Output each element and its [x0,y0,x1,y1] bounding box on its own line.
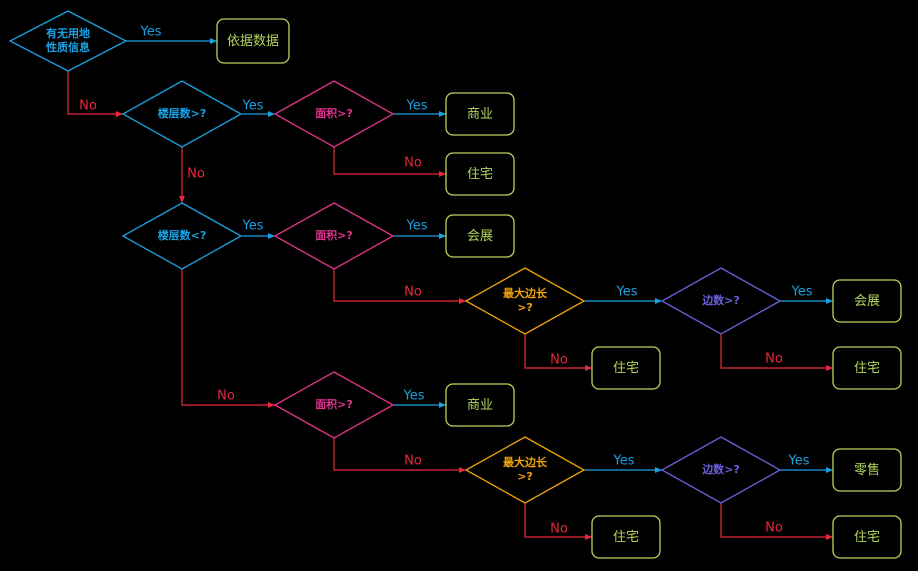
node-retail-text: 零售 [854,462,880,478]
node-floors-lt-text: 楼层数<? [158,228,207,242]
node-residential-2-text: 住宅 [854,361,880,376]
node-residential-5: 住宅 [591,515,661,559]
node-area-3: 面积>? [273,371,395,439]
edge-sides2-no-label: No [765,521,783,536]
node-retail: 零售 [832,448,902,492]
node-max-edge-1-text: 最大边长>? [503,286,548,314]
edge-sides1-yes: Yes [780,285,833,304]
edge-area2-no: No [333,269,466,304]
node-exhibition-2-text: 会展 [854,294,880,309]
edge-maxedge1-no: No [524,334,592,371]
edge-area3-no-label: No [404,454,422,469]
edge-maxedge1-yes-label: Yes [616,285,638,300]
node-start: 有无用地性质信息 [8,10,128,72]
edge-floors-lt-yes-label: Yes [242,219,264,234]
node-floors-lt: 楼层数<? [121,202,243,270]
node-use-data: 依据数据 [216,18,290,64]
node-area-3-text: 面积>? [315,397,353,411]
edge-maxedge1-no-label: No [550,353,568,368]
node-commerce-1-text: 商业 [467,107,493,122]
edge-start-yes: Yes [126,25,217,44]
node-residential-4: 住宅 [832,515,902,559]
node-floors-gt: 楼层数>? [121,80,243,148]
node-residential-1-text: 住宅 [467,167,493,182]
edge-sides2-yes: Yes [780,454,833,473]
edge-start-no-label: No [79,99,97,114]
edge-floors-lt-yes: Yes [241,219,275,239]
node-residential-2: 住宅 [832,346,902,390]
edge-start-yes-label: Yes [140,25,162,40]
node-commerce-1: 商业 [445,92,515,136]
node-residential-4-text: 住宅 [854,530,880,545]
node-sides-2: 边数>? [660,436,782,504]
node-max-edge-2: 最大边长>? [464,436,586,504]
edge-start-no: No [67,71,123,117]
node-residential-5-text: 住宅 [613,530,639,545]
edge-area1-no: No [333,147,446,177]
edge-floors-gt-yes-label: Yes [242,99,264,114]
edge-area2-yes-label: Yes [406,219,428,234]
node-exhibition-1-text: 会展 [467,229,493,244]
edge-floors-gt-no: No [179,147,205,203]
edge-maxedge2-no: No [524,503,592,540]
node-max-edge-1: 最大边长>? [464,267,586,335]
node-start-text: 有无用地性质信息 [46,26,90,54]
edge-maxedge2-yes: Yes [584,454,662,473]
node-sides-1-text: 边数>? [701,293,740,307]
edge-area2-no-label: No [404,285,422,300]
edge-area1-yes: Yes [393,99,446,117]
edge-maxedge2-yes-label: Yes [613,454,635,469]
edge-floors-lt-no: No [181,269,275,408]
edge-area3-no: No [333,438,466,473]
node-use-data-text: 依据数据 [227,34,279,49]
edge-area1-no-label: No [404,156,422,171]
edge-area3-yes: Yes [393,389,446,408]
node-floors-gt-text: 楼层数>? [158,106,207,120]
node-residential-3: 住宅 [591,346,661,390]
edge-sides1-no: No [720,334,833,371]
edge-sides2-no: No [720,503,833,540]
edge-floors-gt-yes: Yes [241,99,275,117]
edge-sides2-yes-label: Yes [788,454,810,469]
node-residential-1: 住宅 [445,152,515,196]
node-sides-1: 边数>? [660,267,782,335]
node-commerce-2-text: 商业 [467,398,493,413]
node-area-1: 面积>? [273,80,395,148]
node-area-1-text: 面积>? [315,106,353,120]
edge-maxedge2-no-label: No [550,522,568,537]
node-max-edge-2-text: 最大边长>? [503,455,548,483]
node-exhibition-1: 会展 [445,214,515,258]
edge-maxedge1-yes: Yes [584,285,662,304]
node-area-2-text: 面积>? [315,228,353,242]
node-area-2: 面积>? [273,202,395,270]
node-residential-3-text: 住宅 [613,361,639,376]
node-commerce-2: 商业 [445,383,515,427]
edge-area3-yes-label: Yes [403,389,425,404]
edge-area1-yes-label: Yes [406,99,428,114]
edge-area2-yes: Yes [393,219,446,239]
edge-sides1-no-label: No [765,352,783,367]
node-exhibition-2: 会展 [832,279,902,323]
edge-sides1-yes-label: Yes [791,285,813,300]
node-sides-2-text: 边数>? [701,462,740,476]
edge-floors-gt-no-label: No [187,167,205,182]
edge-floors-lt-no-label: No [217,389,235,404]
